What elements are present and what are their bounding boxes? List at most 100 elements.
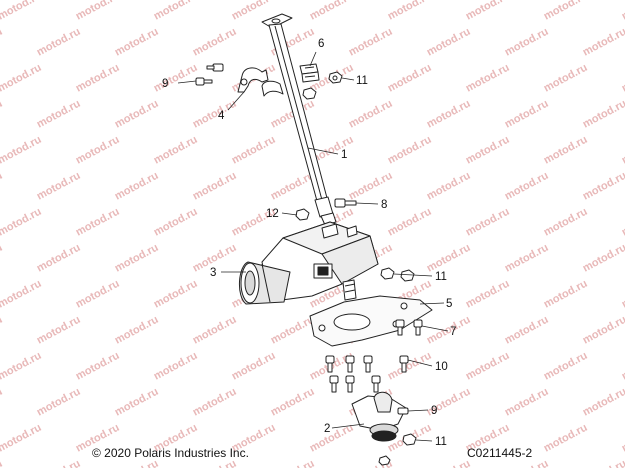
watermark-text: motod.ru	[0, 26, 5, 59]
watermark-text: motod.ru	[74, 134, 122, 167]
callout-11-top: 11	[356, 75, 368, 87]
copyright-notice: © 2020 Polaris Industries Inc.	[92, 446, 249, 460]
watermark-text: motod.ru	[0, 386, 5, 419]
watermark-text: motod.ru	[191, 386, 239, 419]
watermark-text: motod.ru	[191, 170, 239, 203]
watermark-text: motod.ru	[113, 386, 161, 419]
watermark-text: motod.ru	[152, 0, 200, 23]
watermark-text: motod.ru	[35, 458, 83, 468]
watermark-text: motod.ru	[425, 98, 473, 131]
callout-6: 6	[318, 38, 324, 50]
watermark-text: motod.ru	[230, 350, 278, 383]
watermark-text: motod.ru	[620, 134, 625, 167]
upper-nut-2	[302, 87, 317, 100]
watermark-text: motod.ru	[74, 350, 122, 383]
watermark-text: motod.ru	[191, 314, 239, 347]
watermark-text: motod.ru	[113, 170, 161, 203]
watermark-text: motod.ru	[620, 0, 625, 23]
callout-11-bottom: 11	[435, 436, 447, 448]
watermark-text: motod.ru	[425, 314, 473, 347]
watermark-text: motod.ru	[620, 62, 625, 95]
watermark-text: motod.ru	[347, 170, 395, 203]
watermark-text: motod.ru	[542, 134, 590, 167]
watermark-text: motod.ru	[503, 386, 551, 419]
watermark-text: motod.ru	[542, 206, 590, 239]
watermark-text: motod.ru	[503, 98, 551, 131]
watermark-text: motod.ru	[74, 62, 122, 95]
watermark-text: motod.ru	[269, 314, 317, 347]
callout-4: 4	[218, 110, 225, 122]
watermark-text: motod.ru	[581, 458, 625, 468]
nut-11-mid-2	[400, 269, 415, 282]
watermark-text: motod.ru	[35, 98, 83, 131]
watermark-text: motod.ru	[0, 98, 5, 131]
watermark-text: motod.ru	[269, 458, 317, 468]
steering-gearbox	[239, 221, 379, 305]
watermark-text: motod.ru	[620, 350, 625, 383]
watermark-text: motod.ru	[0, 242, 5, 275]
spring-washer	[299, 63, 320, 83]
watermark-text: motod.ru	[386, 134, 434, 167]
callout-9-bottom: 9	[431, 405, 437, 417]
watermark-text: motod.ru	[191, 26, 239, 59]
watermark-text: motod.ru	[35, 386, 83, 419]
watermark-text: motod.ru	[113, 98, 161, 131]
watermark-text: motod.ru	[581, 170, 625, 203]
nut-12	[295, 208, 310, 221]
steering-column-shaft	[268, 23, 337, 226]
nut-small-bottom	[378, 455, 391, 466]
watermark-text: motod.ru	[464, 62, 512, 95]
watermark-text: motod.ru	[152, 62, 200, 95]
upper-bolt-left	[195, 77, 213, 86]
watermark-text: motod.ru	[35, 26, 83, 59]
watermark-text: motod.ru	[425, 458, 473, 468]
nut-11-bottom	[402, 433, 417, 446]
watermark-text: motod.ru	[152, 278, 200, 311]
watermark-text: motod.ru	[503, 26, 551, 59]
watermark-text: motod.ru	[0, 134, 44, 167]
watermark-text: motod.ru	[113, 242, 161, 275]
watermark-text: motod.ru	[425, 26, 473, 59]
watermark-text: motod.ru	[0, 350, 44, 383]
watermark-text: motod.ru	[542, 422, 590, 455]
callout-9-top: 9	[162, 78, 168, 90]
callout-2: 2	[324, 423, 330, 435]
watermark-text: motod.ru	[0, 278, 44, 311]
watermark-text: motod.ru	[542, 0, 590, 23]
watermark-text: motod.ru	[35, 242, 83, 275]
watermark-text: motod.ru	[0, 422, 44, 455]
watermark-text: motod.ru	[0, 170, 5, 203]
watermark-text: motod.ru	[425, 170, 473, 203]
watermark-text: motod.ru	[0, 62, 44, 95]
callout-5: 5	[446, 298, 452, 310]
upper-nut	[328, 71, 343, 84]
callout-12: 12	[266, 208, 279, 220]
watermark-text: motod.ru	[386, 62, 434, 95]
leader-lines	[177, 51, 449, 442]
watermark-text: motod.ru	[0, 0, 44, 23]
figure-id: C0211445-2	[467, 446, 533, 460]
watermark-text: motod.ru	[581, 314, 625, 347]
mounting-plate	[309, 295, 433, 347]
watermark-text: motod.ru	[269, 386, 317, 419]
watermark-text: motod.ru	[113, 26, 161, 59]
callout-1: 1	[341, 149, 347, 161]
watermark-text: motod.ru	[620, 206, 625, 239]
parts-layer	[195, 13, 433, 466]
watermark-text: motod.ru	[152, 350, 200, 383]
bolt-7-a	[395, 319, 405, 336]
watermark-text: motod.ru	[503, 242, 551, 275]
watermark-text: motod.ru	[347, 98, 395, 131]
watermark-text: motod.ru	[464, 134, 512, 167]
watermark-text: motod.ru	[620, 278, 625, 311]
watermark-text: motod.ru	[581, 242, 625, 275]
callout-8: 8	[381, 199, 387, 211]
watermark-text: motod.ru	[425, 242, 473, 275]
watermark-text: motod.ru	[581, 26, 625, 59]
watermark-text: motod.ru	[0, 458, 5, 468]
watermark-text: motod.ru	[74, 278, 122, 311]
watermark-text: motod.ru	[113, 314, 161, 347]
watermark-text: motod.ru	[386, 0, 434, 23]
column-clamp	[237, 67, 284, 97]
watermark-text: motod.ru	[35, 170, 83, 203]
